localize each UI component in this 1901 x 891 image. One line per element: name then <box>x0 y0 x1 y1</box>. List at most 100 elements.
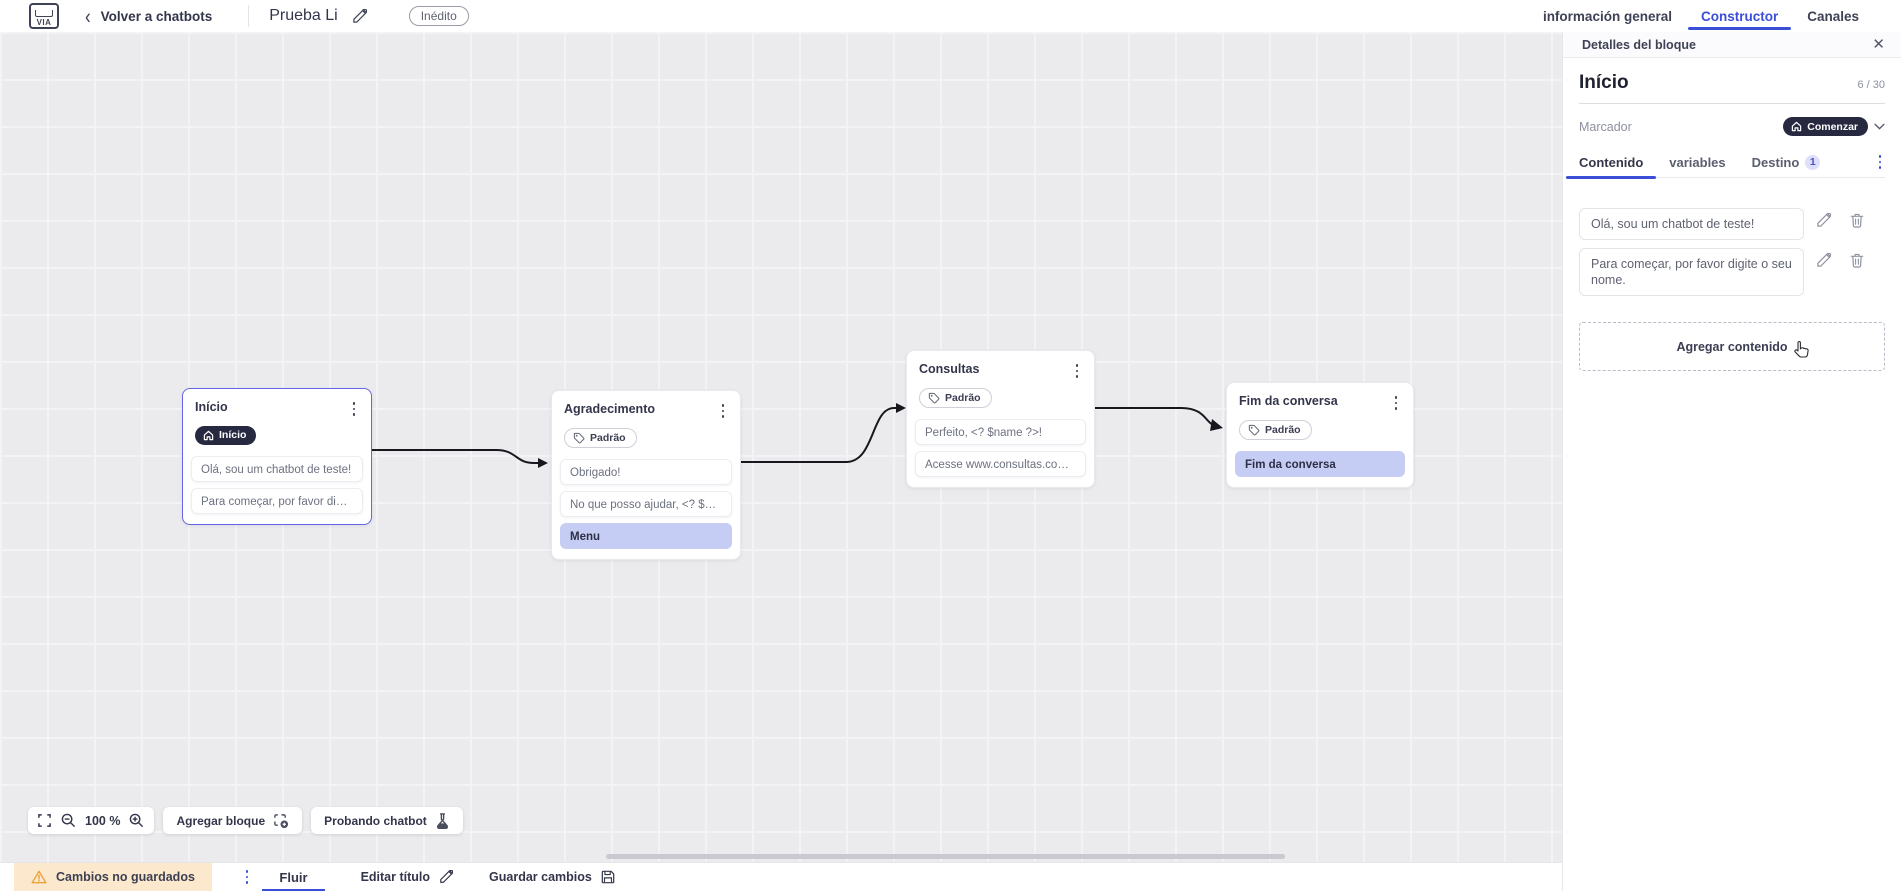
add-block-icon <box>274 813 289 828</box>
test-chatbot-button[interactable]: Probando chatbot <box>311 807 463 834</box>
edit-content-button[interactable] <box>1816 213 1831 228</box>
node-message-item[interactable]: Olá, sou um chatbot de teste! <box>191 455 363 482</box>
canvas-toolbar: 100 % Agregar bloque Probando chatbot <box>28 807 463 834</box>
block-title-row: Início 6 / 30 <box>1579 72 1885 94</box>
back-to-chatbots-button[interactable]: ‹ Volver a chatbots <box>85 5 212 26</box>
node-items: Olá, sou um chatbot de teste! Para começa… <box>191 455 363 514</box>
zoom-in-button[interactable] <box>128 813 145 828</box>
panel-tab-label: Destino <box>1751 154 1800 170</box>
kebab-icon <box>721 404 724 418</box>
status-badge: Inédito <box>408 6 469 26</box>
marker-value-pill: Comenzar <box>1783 117 1868 136</box>
edit-title-button[interactable]: Editar título <box>361 863 454 891</box>
top-tab-canales[interactable]: Canales <box>1806 0 1860 32</box>
edit-content-button[interactable] <box>1816 253 1831 268</box>
zoom-controls: 100 % <box>28 807 155 834</box>
node-header: Início <box>191 400 363 418</box>
chevron-down-icon <box>1874 123 1885 130</box>
flow-more-button[interactable] <box>242 868 253 886</box>
pencil-icon <box>1817 213 1831 227</box>
edit-bot-title-button[interactable] <box>352 8 367 24</box>
node-message-item[interactable]: Para começar, por favor digite o ... <box>191 487 363 514</box>
save-label: Guardar cambios <box>489 870 592 884</box>
marker-select[interactable]: Comenzar <box>1783 117 1885 136</box>
node-badge-row: Padrão <box>1235 419 1405 441</box>
edge-agradecimento-consultas <box>740 407 897 463</box>
node-header: Consultas <box>915 362 1086 380</box>
unsaved-changes-chip: Cambios no guardados <box>14 863 212 891</box>
pencil-icon <box>1817 253 1831 267</box>
node-message-item[interactable]: Menu <box>560 522 732 549</box>
node-title: Início <box>195 400 228 414</box>
type-badge: Padrão <box>564 427 637 448</box>
top-tab-información-general[interactable]: información general <box>1542 0 1673 32</box>
delete-content-button[interactable] <box>1850 213 1864 228</box>
content-text-card[interactable]: Para começar, por favor digite o seu nom… <box>1579 248 1804 296</box>
node-menu-button[interactable] <box>349 400 360 418</box>
marker-value: Comenzar <box>1807 120 1858 133</box>
divider <box>1579 103 1885 104</box>
fullscreen-button[interactable] <box>37 814 52 827</box>
content-actions <box>1816 213 1864 228</box>
flow-tab-label: Fluir <box>279 869 308 885</box>
arrowhead <box>896 403 906 413</box>
delete-content-button[interactable] <box>1850 253 1864 268</box>
char-counter: 6 / 30 <box>1857 79 1885 91</box>
content-text-card[interactable]: Olá, sou um chatbot de teste! <box>1579 208 1804 240</box>
kebab-icon <box>245 870 249 884</box>
kebab-icon <box>1075 364 1078 378</box>
top-tab-label: Canales <box>1807 8 1859 24</box>
node-badge-row: Início <box>191 425 363 446</box>
bottom-bar: Cambios no guardados Fluir Editar título… <box>0 862 1562 891</box>
tag-icon <box>573 432 585 443</box>
app-logo[interactable]: VIA <box>29 3 59 29</box>
zoom-in-icon <box>130 813 144 828</box>
connection-edges <box>371 403 1223 468</box>
zoom-out-button[interactable] <box>60 813 77 828</box>
panel-tab-contenido[interactable]: Contenido <box>1565 147 1657 179</box>
node-menu-button[interactable] <box>1072 362 1083 380</box>
panel-more-button[interactable] <box>1875 153 1886 171</box>
node-items: Obrigado! No que posso ajudar, <? $name .… <box>560 458 732 549</box>
top-tab-constructor[interactable]: Constructor <box>1687 0 1792 32</box>
block-title[interactable]: Início <box>1579 72 1629 93</box>
top-tab-label: Constructor <box>1700 8 1779 24</box>
node-badge-row: Padrão <box>915 387 1086 409</box>
horizontal-scrollbar[interactable] <box>606 854 1285 859</box>
node-menu-button[interactable] <box>718 402 729 420</box>
content-list: Olá, sou um chatbot de teste! Para começa… <box>1579 208 1885 296</box>
flow-tab[interactable]: Fluir <box>262 863 325 891</box>
top-bar: VIA ‹ Volver a chatbots Prueba Li Inédit… <box>0 0 1901 32</box>
add-content-button[interactable]: Agregar contenido <box>1579 322 1885 371</box>
bot-title: Prueba Li <box>269 7 338 24</box>
save-changes-button[interactable]: Guardar cambios <box>489 863 615 891</box>
panel-header: Detalles del bloque ✕ <box>1563 32 1901 58</box>
panel-body: Início 6 / 30 Marcador Comenzar Contenid… <box>1563 72 1901 371</box>
node-message-item[interactable]: Perfeito, <? $name ?>! <box>915 418 1086 445</box>
tag-icon <box>928 392 940 403</box>
node-message-item[interactable]: Obrigado! <box>560 458 732 485</box>
close-panel-button[interactable]: ✕ <box>1872 37 1885 52</box>
edge-inicio-agradecimento <box>371 449 539 464</box>
node-menu-button[interactable] <box>1391 394 1402 412</box>
node-message-item[interactable]: Fim da conversa <box>1235 450 1405 477</box>
divider <box>248 5 250 27</box>
node-badge-row: Padrão <box>560 427 732 449</box>
add-block-button[interactable]: Agregar bloque <box>163 807 303 834</box>
fullscreen-icon <box>38 814 51 827</box>
node-message-item[interactable]: Acesse www.consultas.com par... <box>915 450 1086 477</box>
top-tab-label: información general <box>1542 8 1672 24</box>
node-message-item[interactable]: No que posso ajudar, <? $name ... <box>560 490 732 517</box>
node-items: Perfeito, <? $name ?>! Acesse www.consult… <box>915 418 1086 477</box>
panel-tab-label: variables <box>1669 154 1726 170</box>
zoom-level: 100 % <box>85 813 121 828</box>
panel-tab-variables[interactable]: variables <box>1669 147 1725 178</box>
